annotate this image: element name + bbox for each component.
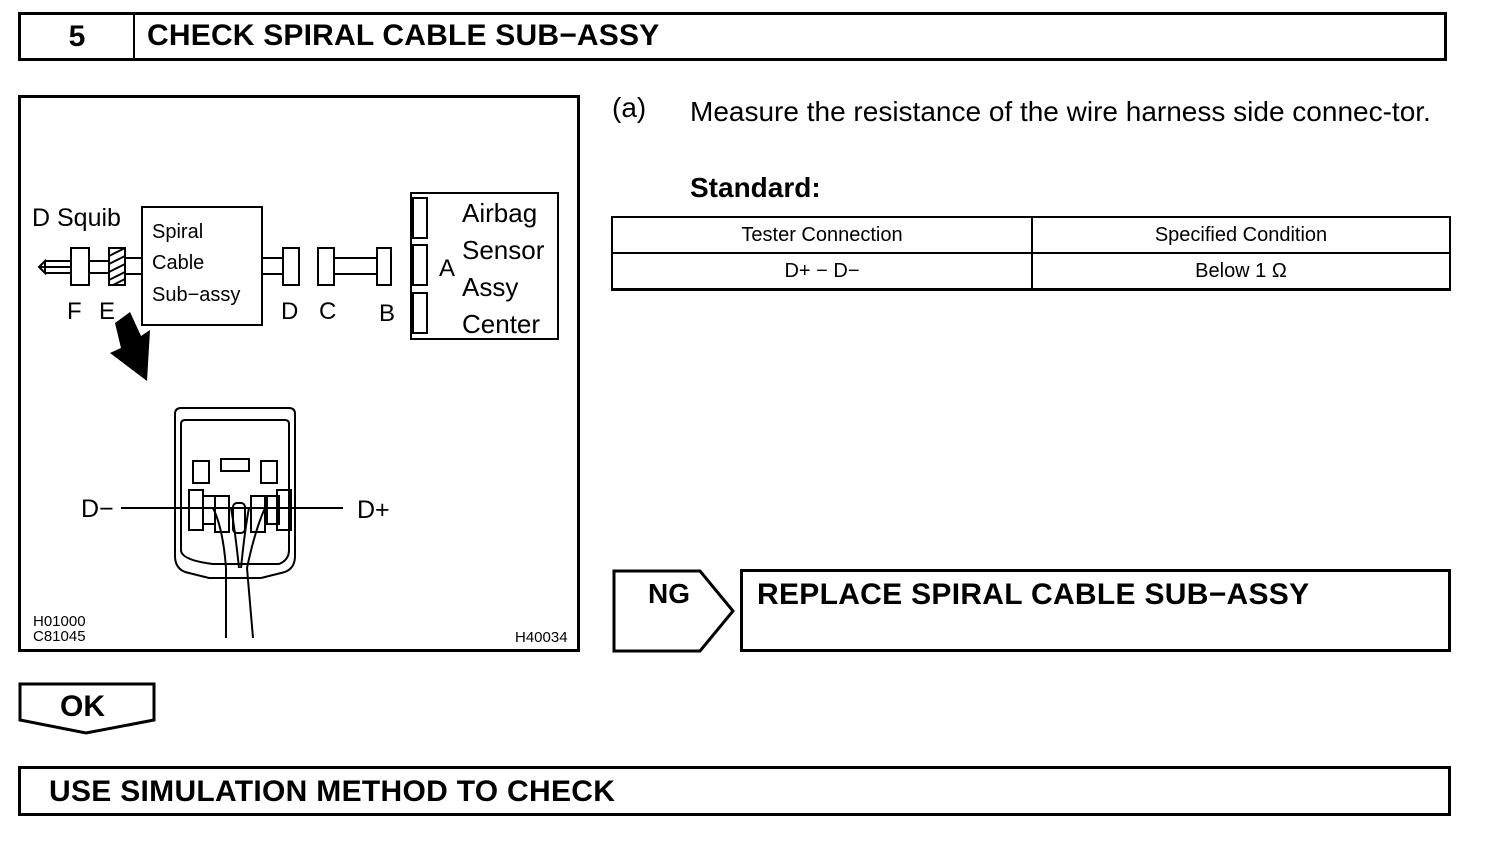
label-assy: Assy <box>462 272 518 302</box>
label-c: C <box>319 298 336 325</box>
header-tester-connection: Tester Connection <box>611 216 1033 254</box>
connector-b <box>376 247 392 286</box>
spiral-cable-box <box>141 206 263 326</box>
connector-face <box>174 407 296 639</box>
figure-code-2: C81045 <box>33 628 86 645</box>
sensor-pin-3 <box>412 292 428 334</box>
next-step-box: USE SIMULATION METHOD TO CHECK <box>18 766 1451 816</box>
step-header: 5 CHECK SPIRAL CABLE SUB−ASSY <box>18 12 1447 61</box>
label-b: B <box>379 300 395 327</box>
label-airbag: Airbag <box>462 198 537 228</box>
label-a: A <box>439 255 455 282</box>
label-d-minus: D− <box>81 495 114 523</box>
connector-e <box>108 247 126 286</box>
figure-code-1: H01000 <box>33 613 86 630</box>
cell-specified-condition: Below 1 Ω <box>1031 252 1451 291</box>
connector-f <box>70 247 90 286</box>
standard-label: Standard: <box>690 172 821 203</box>
instruction-text: Measure the resistance of the wire harne… <box>690 96 1431 127</box>
label-d: D <box>281 298 298 325</box>
label-sensor: Sensor <box>462 235 545 265</box>
wiring-diagram-svg: D Squib Spiral Cable Sub−assy F E D C B … <box>32 192 568 646</box>
label-cable: Cable <box>152 252 204 274</box>
table-header-row: Tester Connection Specified Condition <box>611 216 1451 254</box>
wiring-diagram-figure: D Squib Spiral Cable Sub−assy F E D C B … <box>18 95 580 652</box>
ng-label: NG <box>648 578 690 609</box>
connector-c <box>317 247 335 286</box>
airbag-sensor-box <box>410 192 559 340</box>
ng-action-box: REPLACE SPIRAL CABLE SUB−ASSY <box>740 569 1451 652</box>
ok-label: OK <box>60 690 105 723</box>
label-center: Center <box>462 309 540 339</box>
view-arrow-icon <box>110 312 150 381</box>
figure-code-3: H40034 <box>515 629 568 646</box>
header-specified-condition: Specified Condition <box>1031 216 1451 254</box>
ng-action-text: REPLACE SPIRAL CABLE SUB−ASSY <box>757 578 1310 611</box>
step-number: 5 <box>21 15 135 58</box>
label-d-squib: D Squib <box>32 204 121 232</box>
cell-tester-connection: D+ − D− <box>611 252 1033 291</box>
spec-table: Tester Connection Specified Condition D+… <box>611 216 1451 291</box>
connector-d <box>282 247 300 286</box>
next-step-text: USE SIMULATION METHOD TO CHECK <box>49 775 616 808</box>
label-spiral: Spiral <box>152 221 203 243</box>
label-subassy: Sub−assy <box>152 284 240 306</box>
label-d-plus: D+ <box>357 496 390 524</box>
ok-arrow-icon <box>18 682 156 735</box>
step-title: CHECK SPIRAL CABLE SUB−ASSY <box>147 19 660 52</box>
ng-arrow-icon <box>612 569 735 653</box>
table-row: D+ − D− Below 1 Ω <box>611 252 1451 291</box>
sensor-pin-1 <box>412 197 428 239</box>
label-f: F <box>67 298 82 325</box>
substep-label: (a) <box>612 92 647 123</box>
label-e: E <box>99 298 115 325</box>
sensor-pin-2 <box>412 244 428 286</box>
